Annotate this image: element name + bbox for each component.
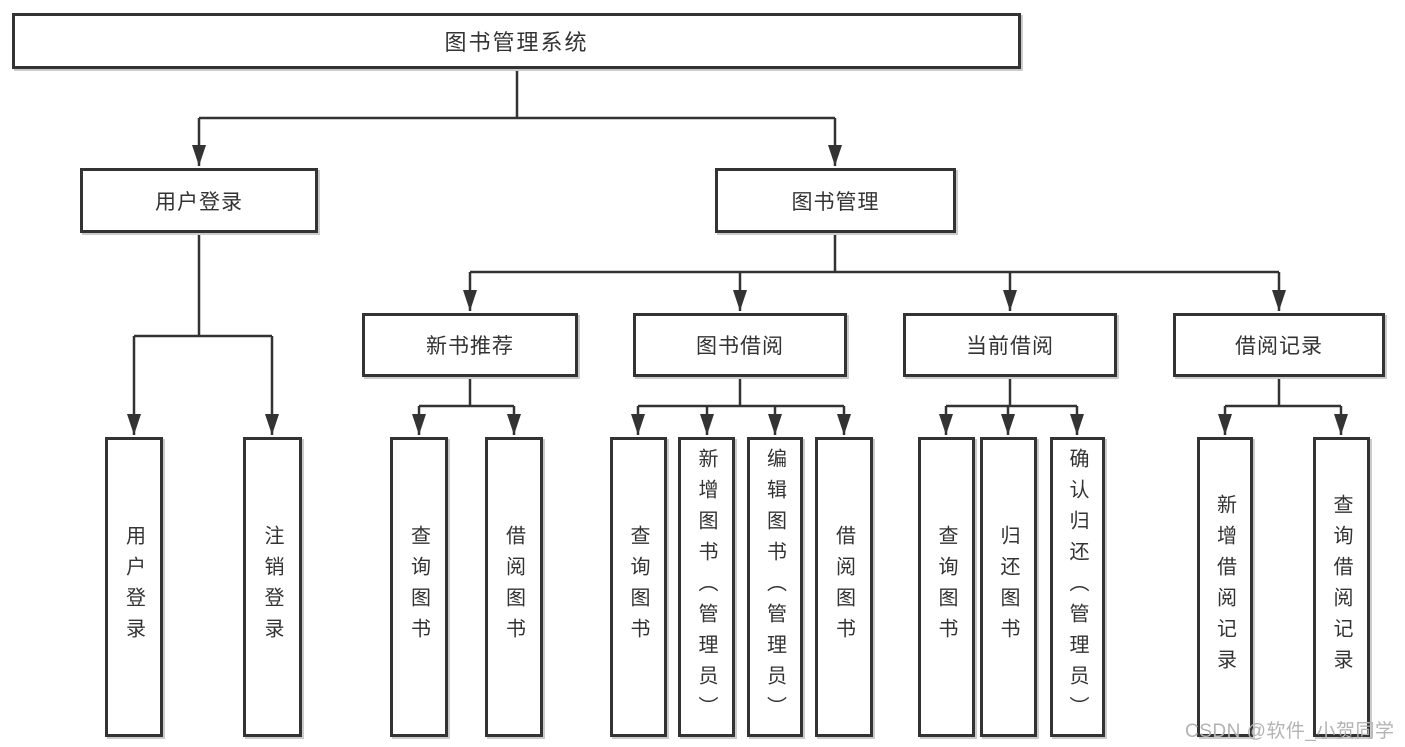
- node-leaf-return-books-label: 归还图书: [997, 525, 1019, 649]
- node-user-login-label: 用户登录: [155, 190, 243, 214]
- node-new-book-recommend: 新书推荐: [362, 313, 578, 377]
- node-leaf-user-login: 用户登录: [105, 437, 163, 737]
- node-book-borrowing-label: 图书借阅: [696, 335, 784, 358]
- node-leaf-edit-books-admin-label: 编辑图书（管理员）: [763, 447, 786, 727]
- node-leaf-confirm-return-admin-label: 确认归还（管理员）: [1066, 447, 1088, 727]
- node-root-label: 图书管理系统: [444, 30, 589, 55]
- node-leaf-logout-label: 注销登录: [261, 525, 283, 649]
- node-leaf-user-login-label: 用户登录: [122, 525, 145, 649]
- connector-skeleton: [134, 69, 1341, 408]
- node-leaf-confirm-return-admin: 确认归还（管理员）: [1050, 437, 1105, 737]
- node-leaf-search-borrow-record-label: 查询借阅记录: [1330, 494, 1352, 680]
- node-leaf-add-borrow-record: 新增借阅记录: [1197, 437, 1253, 737]
- node-leaf-borrow-books-recommend-label: 借阅图书: [502, 525, 525, 649]
- node-leaf-add-borrow-record-label: 新增借阅记录: [1213, 494, 1236, 680]
- node-leaf-search-books-current: 查询图书: [918, 437, 975, 737]
- node-book-borrowing: 图书借阅: [633, 313, 847, 377]
- node-leaf-search-books-borrowing-label: 查询图书: [627, 525, 649, 649]
- node-leaf-borrow-books-recommend: 借阅图书: [485, 437, 543, 737]
- node-leaf-add-books-admin: 新增图书（管理员）: [678, 437, 735, 737]
- csdn-watermark: CSDN @软件_小贺同学: [1185, 721, 1395, 742]
- node-leaf-search-books-borrowing: 查询图书: [610, 437, 667, 737]
- node-leaf-return-books: 归还图书: [980, 437, 1037, 737]
- node-leaf-search-borrow-record: 查询借阅记录: [1313, 437, 1370, 737]
- node-leaf-search-books-current-label: 查询图书: [935, 525, 957, 649]
- node-user-login: 用户登录: [80, 168, 318, 233]
- node-leaf-search-books-recommend-label: 查询图书: [407, 525, 430, 649]
- node-current-borrowing-label: 当前借阅: [966, 335, 1054, 358]
- node-leaf-borrow-books-label: 借阅图书: [832, 525, 855, 649]
- node-borrowing-records: 借阅记录: [1173, 313, 1385, 377]
- connector-arrows: [127, 118, 1348, 435]
- node-current-borrowing: 当前借阅: [903, 313, 1117, 377]
- node-book-management-label: 图书管理: [791, 190, 880, 214]
- node-leaf-borrow-books: 借阅图书: [815, 437, 873, 737]
- node-leaf-edit-books-admin: 编辑图书（管理员）: [747, 437, 803, 737]
- node-leaf-logout: 注销登录: [243, 437, 302, 737]
- node-leaf-add-books-admin-label: 新增图书（管理员）: [695, 447, 717, 727]
- node-root-system: 图书管理系统: [12, 13, 1021, 69]
- node-book-management: 图书管理: [715, 168, 956, 233]
- node-new-book-recommend-label: 新书推荐: [426, 335, 514, 358]
- node-leaf-search-books-recommend: 查询图书: [390, 437, 448, 737]
- node-borrowing-records-label: 借阅记录: [1235, 335, 1323, 358]
